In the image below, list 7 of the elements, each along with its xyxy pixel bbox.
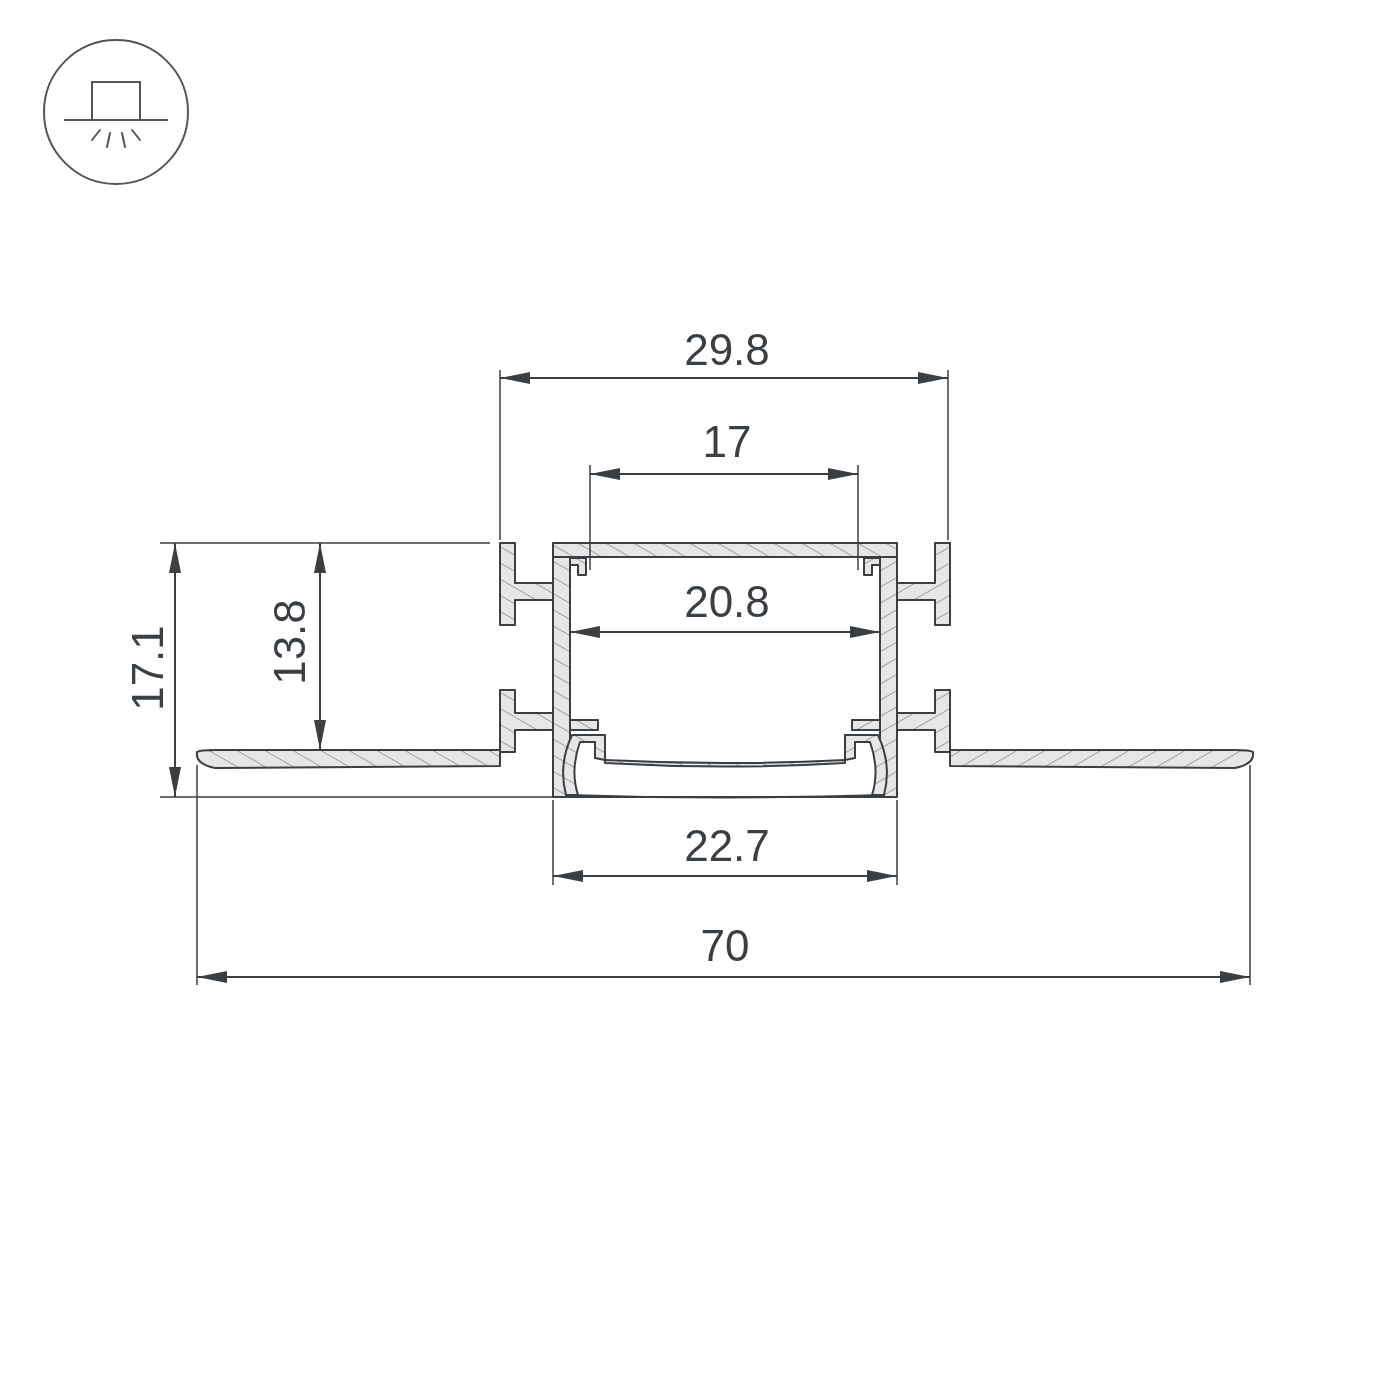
dimension-label: 17 <box>702 420 752 464</box>
dimension-label: 17.1 <box>126 625 170 711</box>
dimension-label: 20.8 <box>684 580 770 624</box>
dimension-label: 13.8 <box>268 599 312 685</box>
dimension-label: 22.7 <box>684 824 770 868</box>
dimension-label: 70 <box>700 924 750 968</box>
dimension-label: 29.8 <box>684 328 770 372</box>
